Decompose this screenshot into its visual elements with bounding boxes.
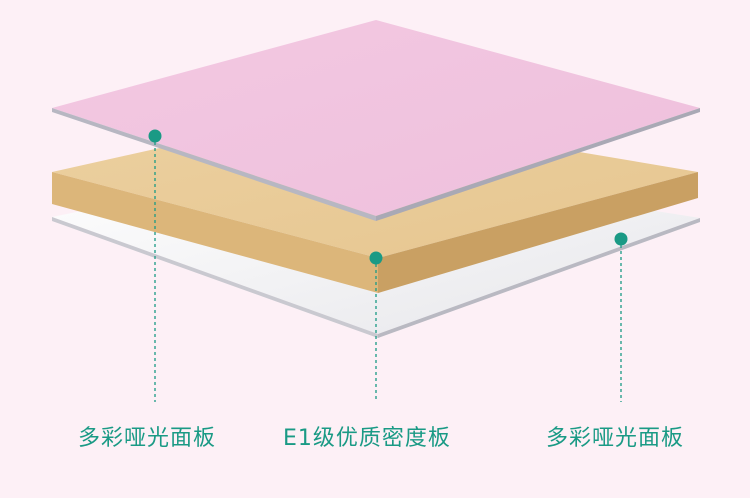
callout-dot-left [148, 129, 162, 143]
label-top-panel: 多彩哑光面板 [78, 426, 217, 451]
top-pink-panel [52, 20, 700, 221]
label-mdf-board: E1级优质密度板 [283, 426, 451, 451]
callout-dot-right [614, 232, 628, 246]
callout-dot-middle [369, 251, 383, 265]
label-bottom-panel: 多彩哑光面板 [546, 426, 685, 451]
